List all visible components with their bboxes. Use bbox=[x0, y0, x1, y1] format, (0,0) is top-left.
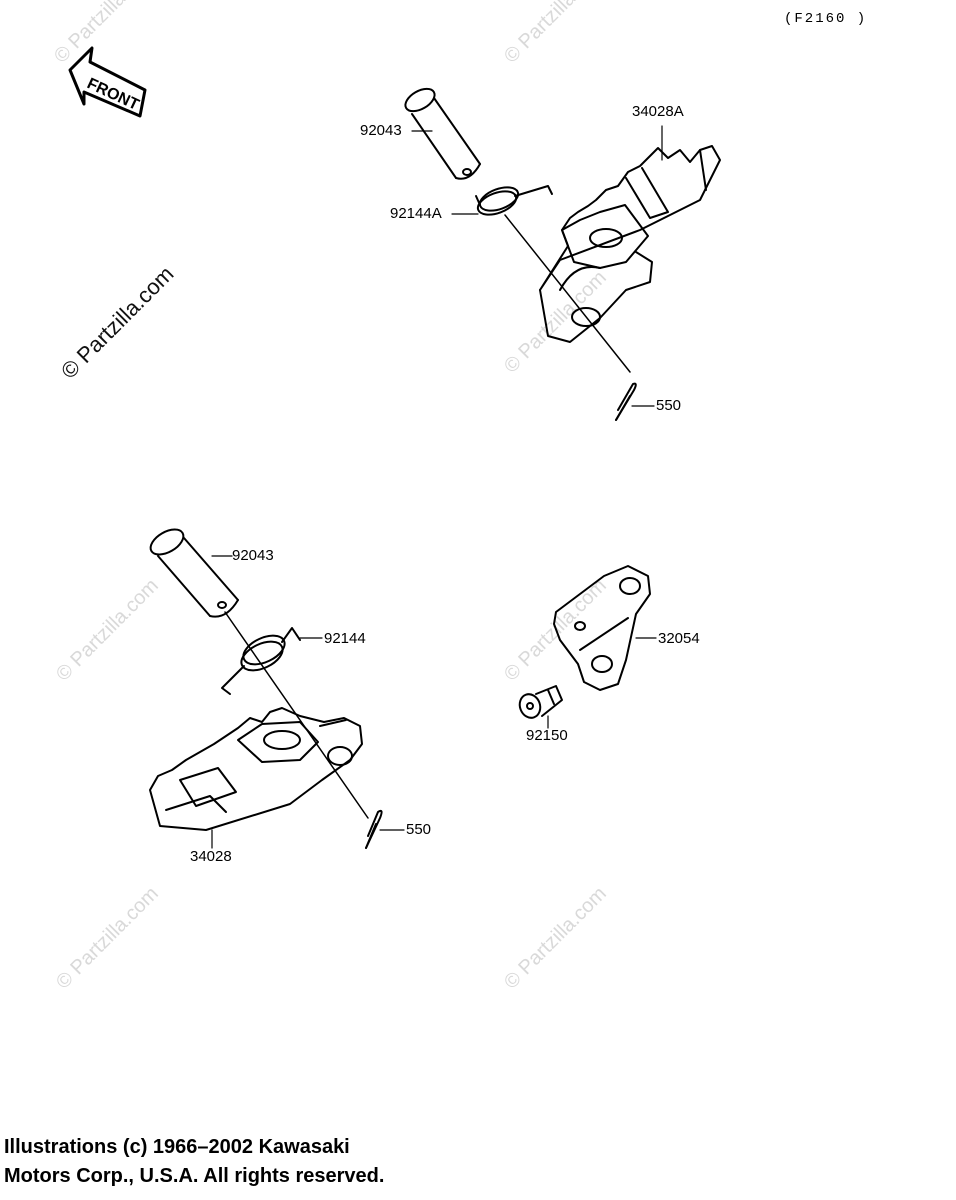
part-label-lower-peg[interactable]: 34028 bbox=[190, 848, 232, 865]
part-label-bracket[interactable]: 32054 bbox=[658, 630, 700, 647]
copyright-notice: Illustrations (c) 1966–2002 Kawasaki Mot… bbox=[4, 1133, 384, 1191]
part-label-lower-spring[interactable]: 92144 bbox=[324, 630, 366, 647]
front-arrow-icon: FRONT bbox=[68, 46, 147, 118]
part-label-bolt[interactable]: 92150 bbox=[526, 727, 568, 744]
diagram-ref-code: (F2160 ) bbox=[784, 11, 868, 27]
bolt-shape bbox=[518, 685, 563, 719]
lower-cotter-shape bbox=[365, 809, 383, 849]
upper-spring-shape bbox=[475, 185, 553, 216]
part-label-upper-pin[interactable]: 92043 bbox=[360, 122, 402, 139]
upper-peg-shape bbox=[539, 145, 721, 343]
part-label-lower-cotter[interactable]: 550 bbox=[406, 821, 432, 838]
part-label-upper-cotter[interactable]: 550 bbox=[656, 397, 682, 414]
upper-pin-shape bbox=[404, 87, 481, 180]
copyright-line-1: Illustrations (c) 1966–2002 Kawasaki bbox=[4, 1136, 350, 1158]
part-label-upper-peg[interactable]: 34028A bbox=[632, 103, 684, 120]
copyright-line-2: Motors Corp., U.S.A. All rights reserved… bbox=[4, 1165, 385, 1187]
lower-peg-shape bbox=[149, 707, 363, 831]
upper-cotter-shape bbox=[615, 382, 637, 421]
lower-spring-shape bbox=[221, 627, 301, 695]
part-label-lower-pin[interactable]: 92043 bbox=[232, 547, 274, 564]
bracket-shape bbox=[553, 565, 651, 691]
part-label-upper-spring[interactable]: 92144A bbox=[390, 205, 442, 222]
lower-pin-shape bbox=[149, 528, 239, 618]
